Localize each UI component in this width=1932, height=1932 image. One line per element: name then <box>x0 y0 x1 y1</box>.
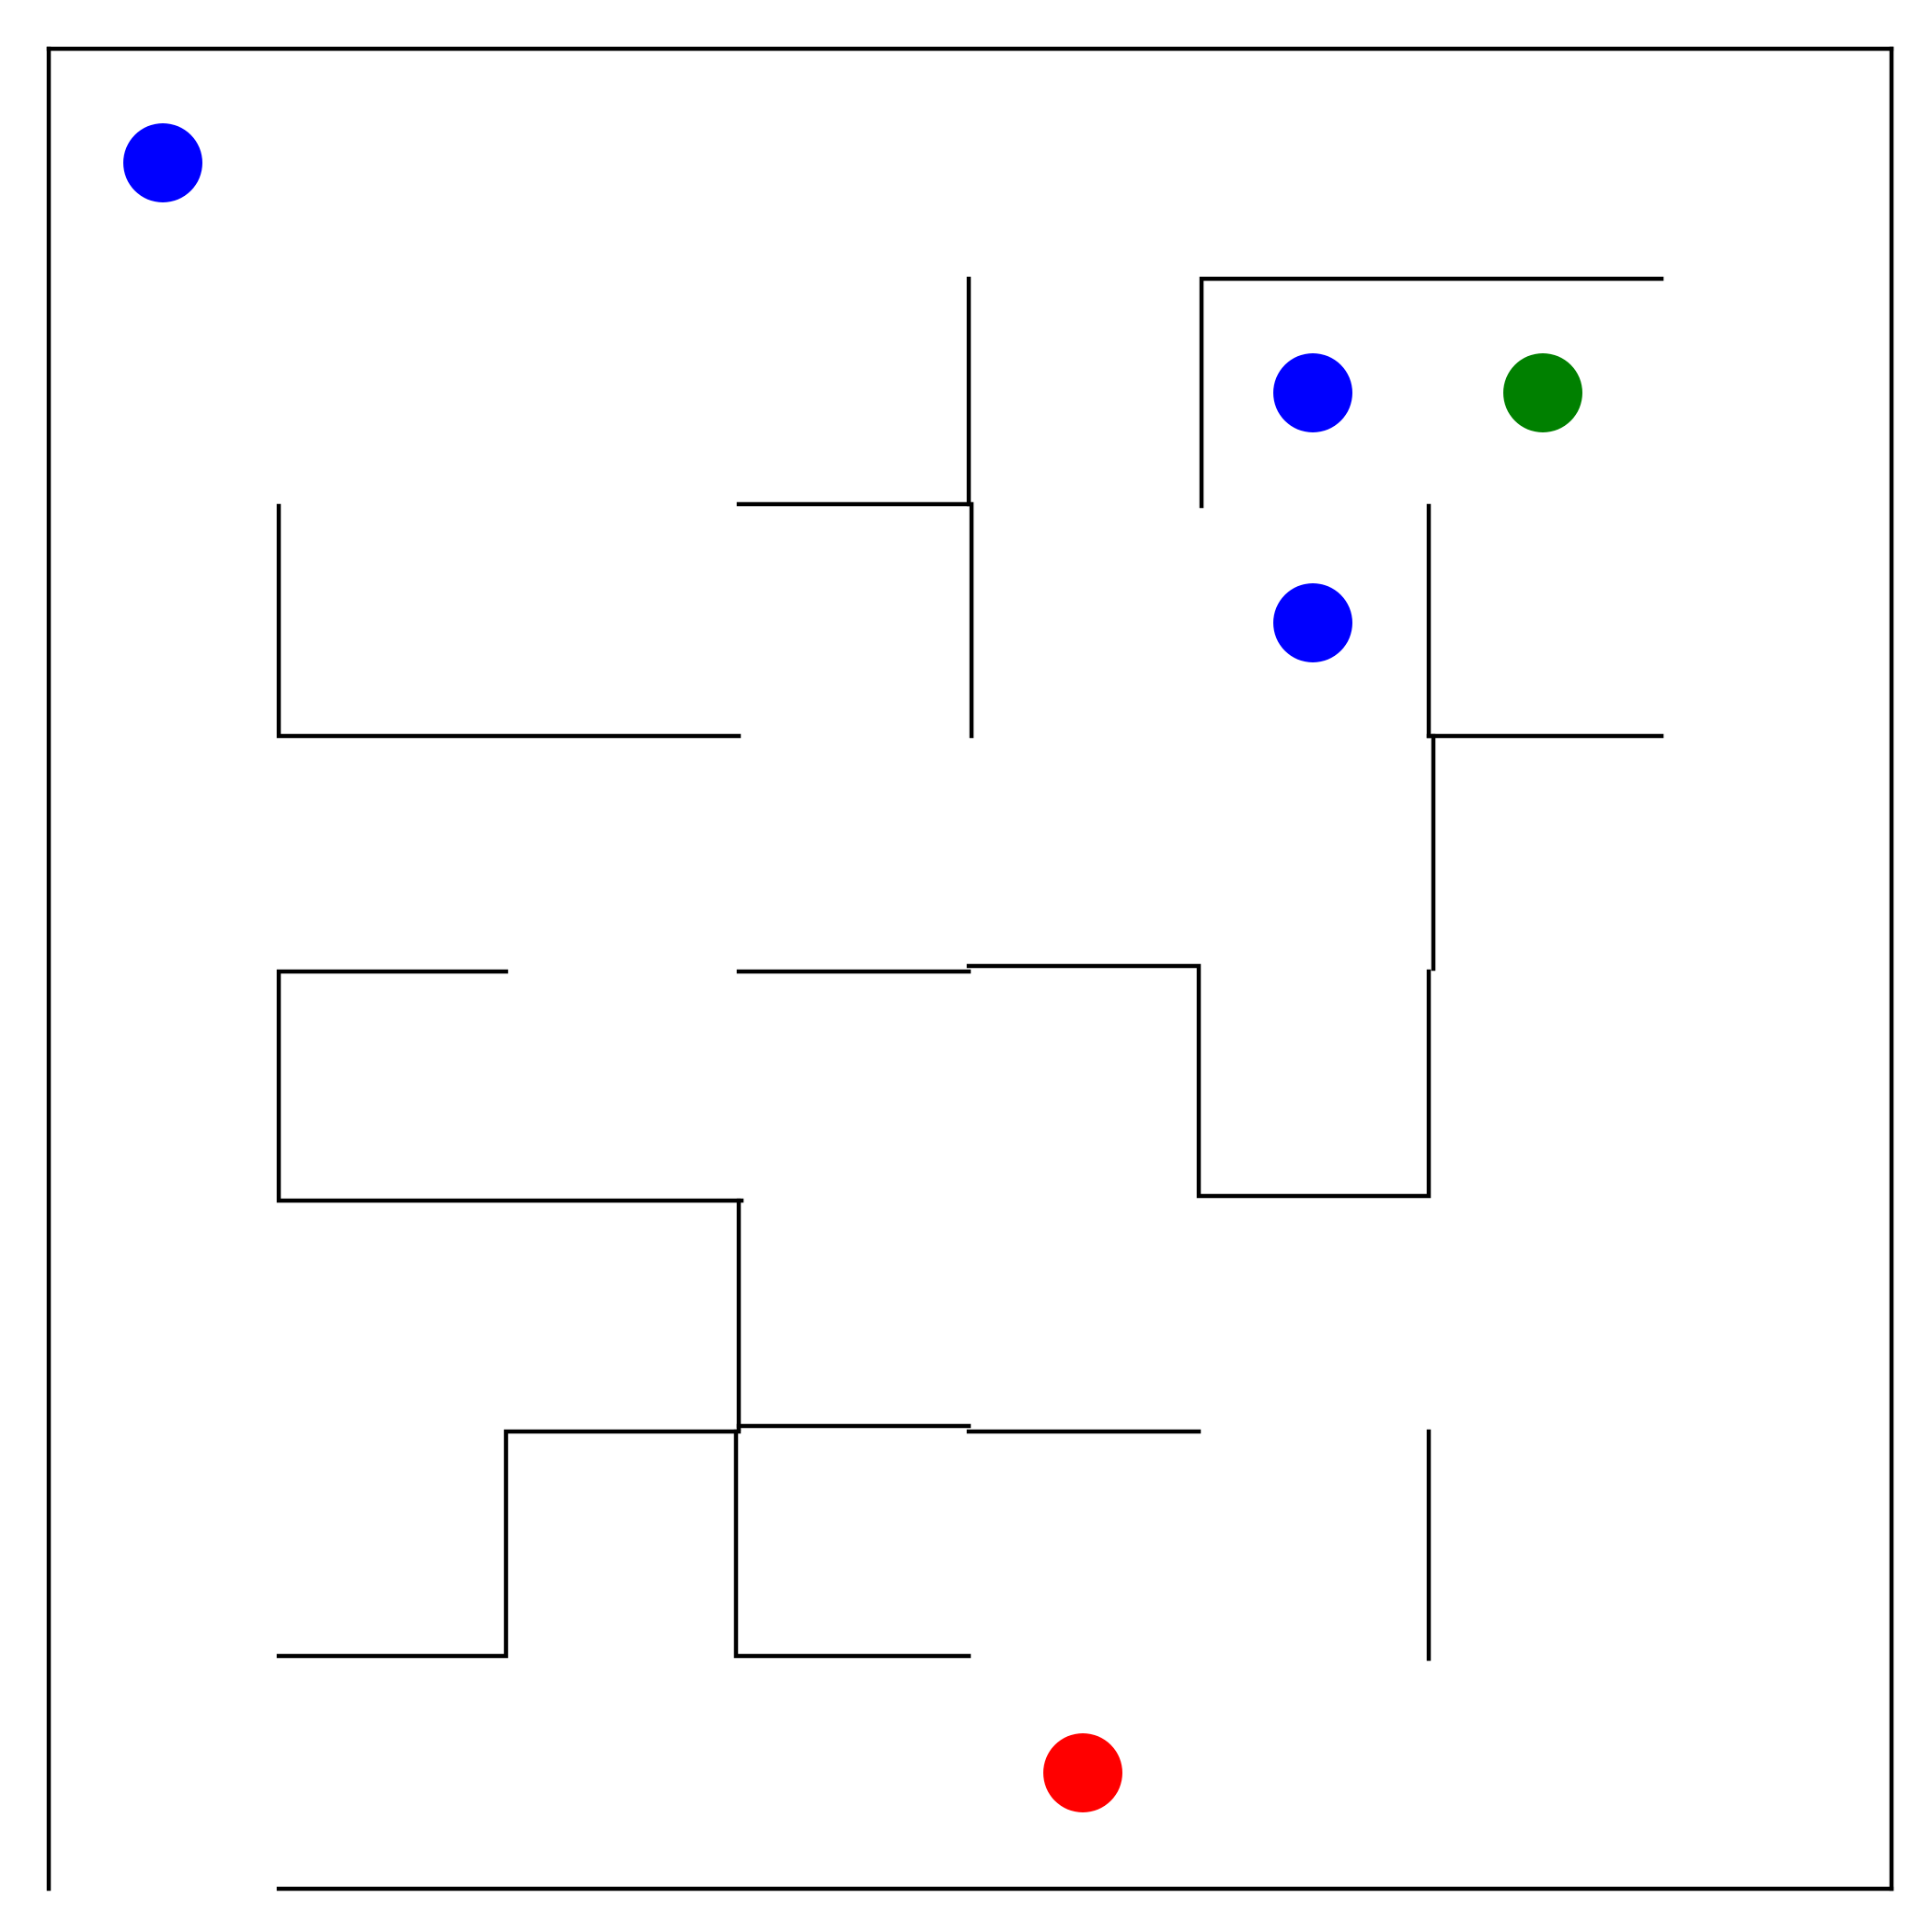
wall-segment <box>276 969 744 1203</box>
player-dot[interactable] <box>1043 1733 1122 1812</box>
goal-dot <box>1503 353 1582 432</box>
blue-dot <box>123 123 202 202</box>
blue-dot <box>1273 583 1352 662</box>
maze-tokens <box>123 123 1582 1812</box>
wall-segment <box>966 963 1432 1199</box>
wall-segment <box>276 503 742 739</box>
blue-dot <box>1273 353 1352 432</box>
maze-walls <box>276 276 1664 1662</box>
maze-border <box>46 46 1894 1892</box>
wall-segment <box>276 1429 742 1659</box>
wall-segment <box>1199 276 1664 509</box>
wall-segment <box>733 1429 972 1659</box>
